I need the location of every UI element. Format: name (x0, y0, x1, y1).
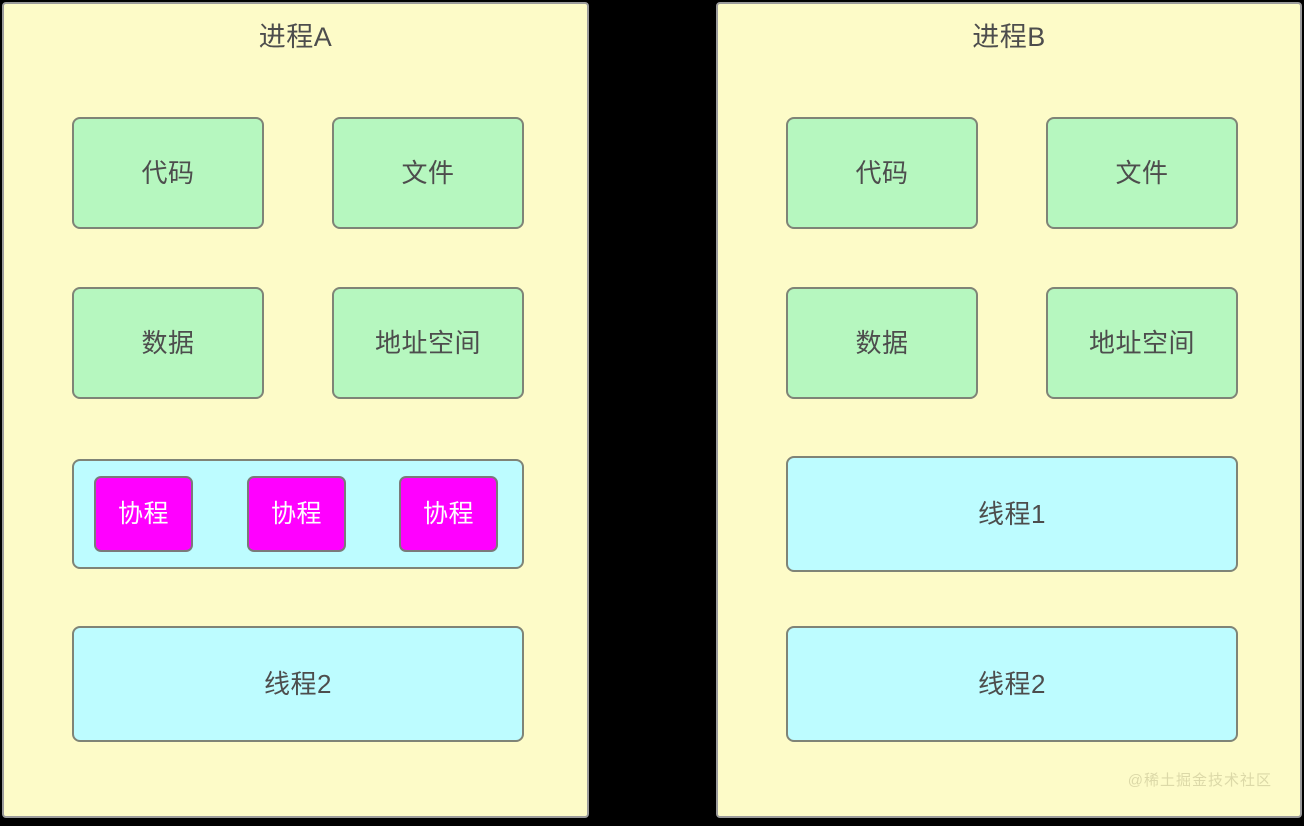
process-b-resource-code: 代码 (786, 117, 978, 229)
process-a-resource-address-space: 地址空间 (332, 287, 524, 399)
process-b-thread-1: 线程1 (786, 456, 1238, 572)
process-a-thread-2: 线程2 (72, 626, 524, 742)
process-a-resource-file: 文件 (332, 117, 524, 229)
process-b-resource-file: 文件 (1046, 117, 1238, 229)
process-b-resource-data: 数据 (786, 287, 978, 399)
process-b-resource-address-space: 地址空间 (1046, 287, 1238, 399)
process-panel-b: 进程B 代码 文件 数据 地址空间 线程1 线程2 @稀土掘金技术社区 (716, 2, 1302, 818)
process-panel-a: 进程A 代码 文件 数据 地址空间 协程 协程 协程 线程2 (2, 2, 589, 818)
process-b-title: 进程B (972, 22, 1046, 52)
process-b-thread-2: 线程2 (786, 626, 1238, 742)
process-a-title: 进程A (258, 22, 333, 52)
process-a-coroutine-3: 协程 (399, 476, 498, 552)
process-a-coroutine-1: 协程 (94, 476, 193, 552)
process-a-resource-data: 数据 (72, 287, 264, 399)
process-a-coroutine-2: 协程 (247, 476, 346, 552)
process-a-resource-code: 代码 (72, 117, 264, 229)
watermark: @稀土掘金技术社区 (1127, 772, 1272, 789)
